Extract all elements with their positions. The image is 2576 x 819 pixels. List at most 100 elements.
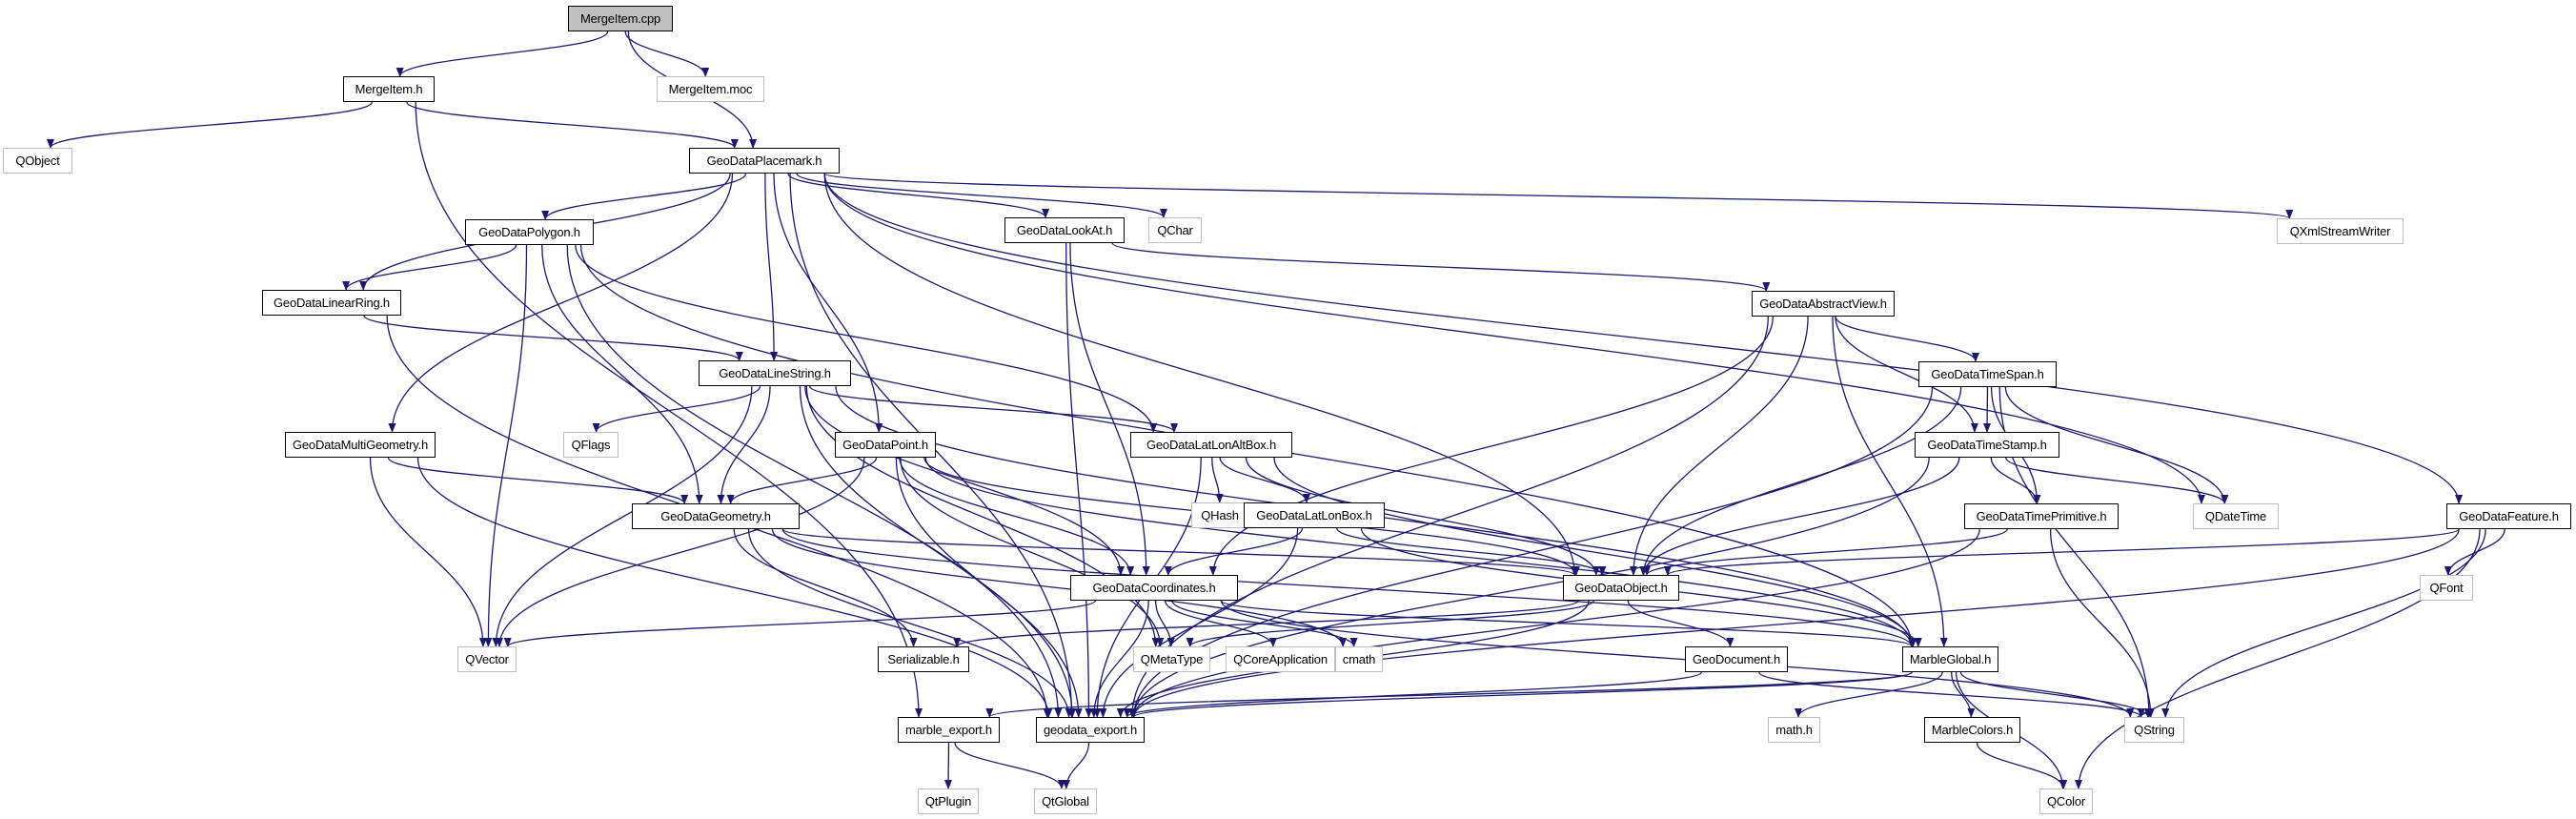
node-label: QFlags [571,438,611,452]
edge-geodatamultigeometry-h-to-geodata-export-h [416,457,1053,718]
node-geodatalinestring-h[interactable]: GeoDataLineString.h [699,360,851,386]
edge-geodataplacemark-h-to-geodatafeature-h [823,173,2464,504]
node-qdatetime[interactable]: QDateTime [2193,503,2279,529]
node-geodatalatlonaltbox-h[interactable]: GeoDataLatLonAltBox.h [1130,432,1292,458]
edge-geodataplacemark-h-to-geodatamultigeometry-h [388,173,734,433]
edge-geodatalinestring-h-to-geodatacoordinates-h [804,385,1125,576]
node-label: marble_export.h [905,723,992,737]
edge-geodatalinestring-h-to-qmetatype [805,385,1160,647]
node-qvector[interactable]: QVector [457,646,517,672]
node-geodataplacemark-h[interactable]: GeoDataPlacemark.h [689,148,840,174]
node-qcolor[interactable]: QColor [2039,788,2093,814]
edge-geodataobject-h-to-qmetatype [1186,600,1594,647]
edge-geodatamultigeometry-h-to-qvector [369,457,487,647]
node-qcoreapplication[interactable]: QCoreApplication [1226,646,1335,672]
edge-geodatageometry-h-to-marbleglobal-h [781,528,1916,647]
edge-geodatageometry-h-to-serializable-h [733,528,918,647]
node-serializable-h[interactable]: Serializable.h [878,646,969,672]
node-qfont[interactable]: QFont [2420,575,2473,601]
node-geodatalinearring-h[interactable]: GeoDataLinearRing.h [262,290,401,316]
node-label: GeoDocument.h [1692,652,1781,666]
node-geodataobject-h[interactable]: GeoDataObject.h [1563,575,1679,601]
edge-geodatageometry-h-to-geodata-export-h [747,528,1073,718]
edge-geodatatimestamp-h-to-geodata-export-h [1129,457,1930,718]
edge-mergeitem-h-to-qobject [47,101,373,149]
node-mergeitem-moc[interactable]: MergeItem.moc [657,76,764,102]
node-label: GeoDataAbstractView.h [1759,297,1887,311]
edge-geodatalatlonbox-h-to-geodatacoordinates-h [1164,527,1304,576]
node-label: GeoDataGeometry.h [660,509,771,523]
node-label: math.h [1775,723,1813,737]
edge-marbleglobal-h-to-marble-export-h [985,671,1913,718]
node-marble-export-h[interactable]: marble_export.h [898,717,1000,743]
edge-geodatatimespan-h-to-geodataobject-h [1639,386,1962,576]
node-geodataabstractview-h[interactable]: GeoDataAbstractView.h [1752,291,1895,317]
node-marblecolors-h[interactable]: MarbleColors.h [1924,717,2020,743]
edge-geodatapoint-h-to-qmetatype [900,457,1165,647]
edge-geodatacoordinates-h-to-marbleglobal-h [1220,600,1916,647]
edge-geodatatimespan-h-to-qdatetime [2004,386,2229,504]
edge-geodataplacemark-h-to-qchar [796,173,1167,218]
node-geodatamultigeometry-h[interactable]: GeoDataMultiGeometry.h [285,432,436,458]
node-geodocument-h[interactable]: GeoDocument.h [1685,646,1788,672]
node-marbleglobal-h[interactable]: MarbleGlobal.h [1902,646,1998,672]
node-geodatapoint-h[interactable]: GeoDataPoint.h [835,432,936,458]
node-label: QChar [1157,223,1193,237]
edge-geodatatimestamp-h-to-geodatatimeprimitive-h [1990,457,2041,504]
edge-geodatapoint-h-to-geodatageometry-h [726,457,878,504]
node-geodatafeature-h[interactable]: GeoDataFeature.h [2446,503,2571,529]
node-qtplugin[interactable]: QtPlugin [918,788,979,814]
node-label: QMetaType [1140,652,1204,666]
edge-geodatalinestring-h-to-qflags [592,385,761,433]
node-label: GeoDataFeature.h [2459,509,2559,523]
node-geodatalookat-h[interactable]: GeoDataLookAt.h [1004,217,1125,243]
edge-marbleglobal-h-to-math-h [1795,671,1943,718]
node-geodatacoordinates-h[interactable]: GeoDataCoordinates.h [1070,575,1238,601]
node-geodata-export-h[interactable]: geodata_export.h [1036,717,1145,743]
edge-geodatalatlonaltbox-h-to-geodatalatlonbox-h [1219,457,1310,503]
node-geodatalatlonbox-h[interactable]: GeoDataLatLonBox.h [1244,502,1385,528]
edge-geodataobject-h-to-geodocument-h [1627,600,1734,647]
node-qflags[interactable]: QFlags [563,432,619,458]
node-label: GeoDataLatLonAltBox.h [1146,438,1276,452]
edge-geodatalatlonbox-h-to-geodataobject-h [1336,527,1607,576]
edge-geodatatimestamp-h-to-qdatetime [2005,457,2229,504]
node-qxmlstreamwriter[interactable]: QXmlStreamWriter [2277,218,2404,244]
edge-geodatalinestring-h-to-geodata-export-h [799,385,1077,718]
node-qmetatype[interactable]: QMetaType [1133,646,1210,672]
node-qstring[interactable]: QString [2124,717,2184,743]
node-mergeitem-cpp: MergeItem.cpp [568,6,673,31]
node-qchar[interactable]: QChar [1148,217,1202,243]
node-geodatatimeprimitive-h[interactable]: GeoDataTimePrimitive.h [1964,503,2119,529]
edge-geodataplacemark-h-to-geodatalinestring-h [764,173,779,361]
node-qtglobal[interactable]: QtGlobal [1034,788,1097,814]
node-geodatageometry-h[interactable]: GeoDataGeometry.h [632,503,800,529]
node-qhash[interactable]: QHash [1191,502,1248,528]
edge-geodatalatlonbox-h-to-geodata-export-h [1099,527,1299,718]
node-label: QtGlobal [1042,794,1089,809]
node-qobject[interactable]: QObject [3,148,72,174]
node-label: QFont [2429,581,2464,595]
node-cmath[interactable]: cmath [1335,646,1383,672]
node-label: MergeItem.moc [668,82,753,96]
edge-geodatacoordinates-h-to-qstring [1220,600,2135,718]
node-label: MergeItem.cpp [579,11,661,26]
node-label: GeoDataMultiGeometry.h [292,438,429,452]
node-label: QCoreApplication [1233,652,1328,666]
node-label: GeoDataPlacemark.h [706,154,822,168]
edge-geodatalookat-h-to-geodata-export-h [1065,242,1093,718]
node-label: QtPlugin [924,794,972,809]
node-math-h[interactable]: math.h [1768,717,1820,743]
node-geodatatimespan-h[interactable]: GeoDataTimeSpan.h [1918,361,2057,387]
edge-mergeitem-cpp-to-mergeitem-h [396,31,609,77]
edge-geodatamultigeometry-h-to-geodatageometry-h [387,457,689,504]
node-mergeitem-h[interactable]: MergeItem.h [343,76,435,102]
edge-geodatapoint-h-to-marbleglobal-h [924,457,1916,647]
edge-geodatalinestring-h-to-qvector [492,385,753,647]
edge-geodataabstractview-h-to-geodataobject-h [1629,316,1809,576]
node-geodatapolygon-h[interactable]: GeoDataPolygon.h [465,219,594,245]
node-geodatatimestamp-h[interactable]: GeoDataTimeStamp.h [1915,432,2059,458]
edge-geodatageometry-h-to-cmath [771,528,1348,647]
edge-geodatapoint-h-to-geodata-export-h [895,457,1083,718]
edge-geodatapolygon-h-to-geodatalinearring-h [342,244,517,291]
